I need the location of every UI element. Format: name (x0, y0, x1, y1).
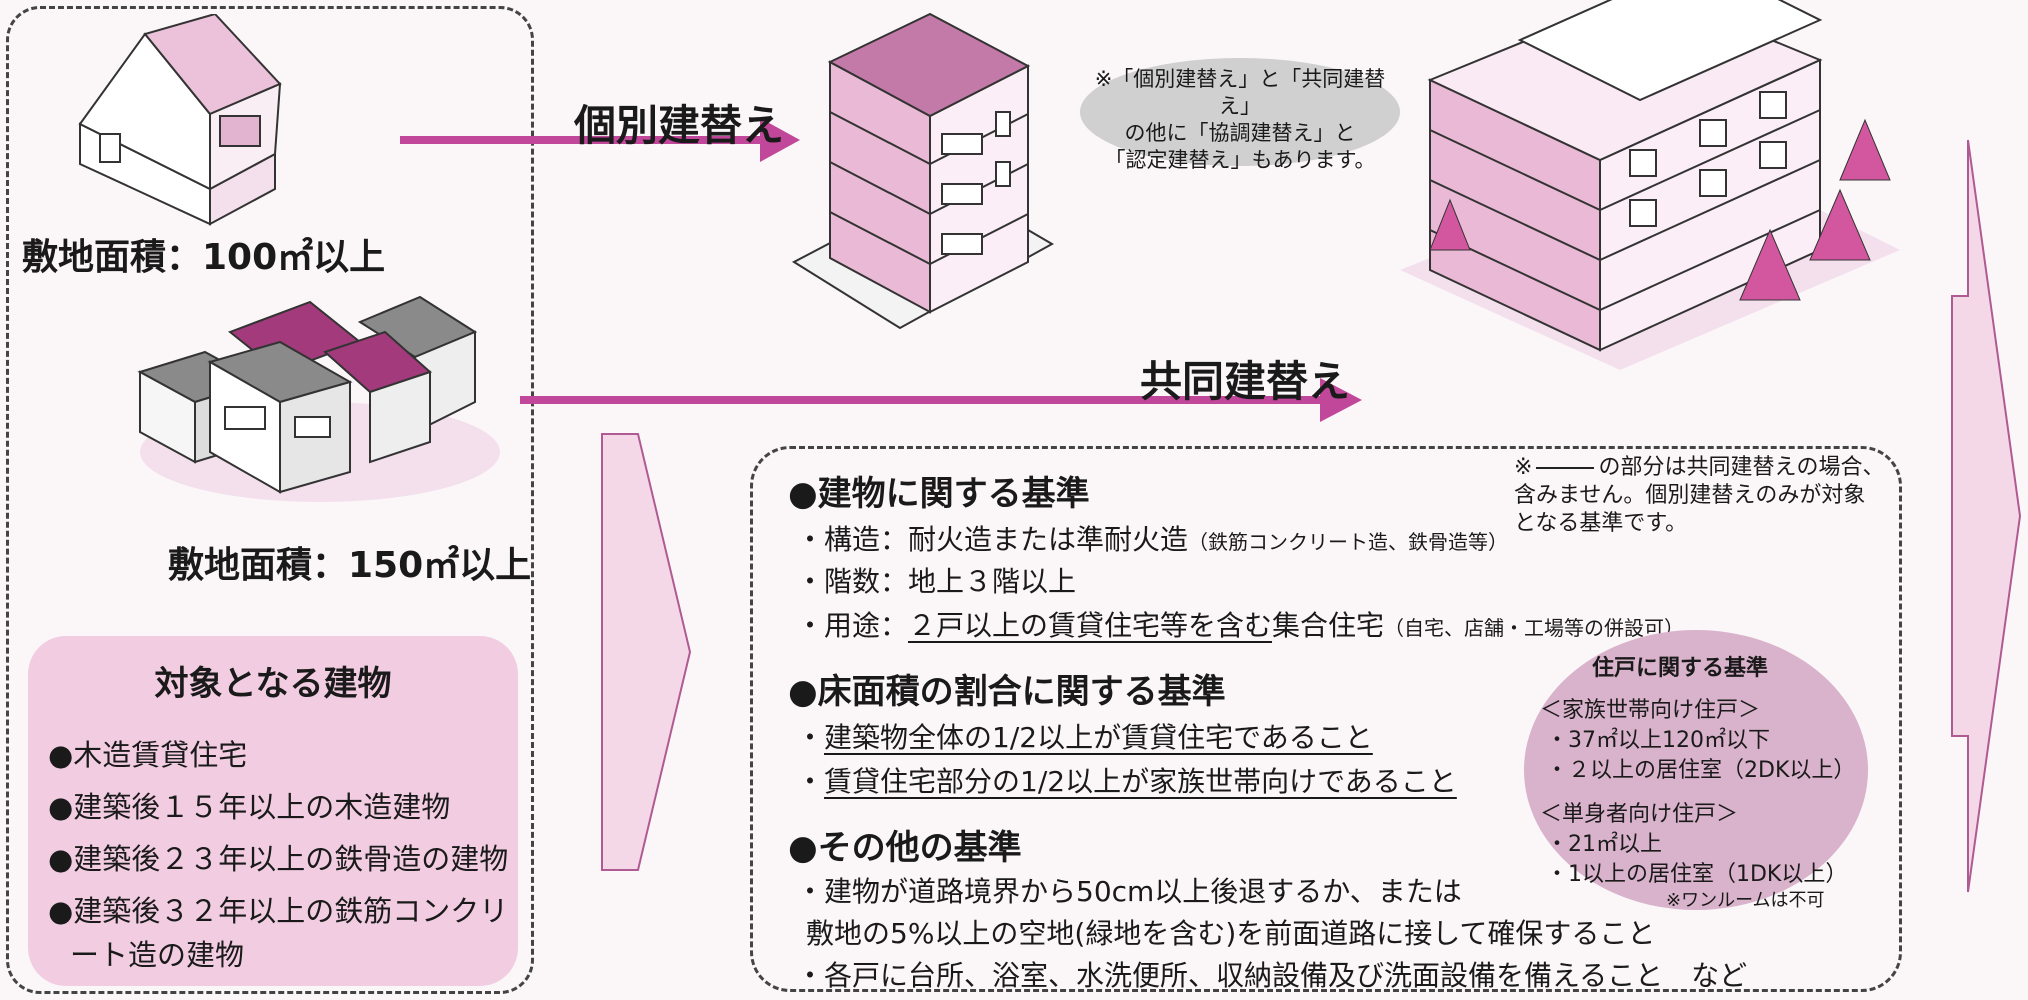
existing-buildings-panel (6, 6, 534, 994)
single-unit-area: ・21㎡以上 (1546, 832, 1662, 857)
down-outline-arrow-left (601, 433, 692, 871)
structure-note: （鉄筋コンクリート造、鉄骨造等） (1188, 530, 1509, 554)
individual-rebuild-arrow (400, 118, 800, 162)
criteria-box (750, 446, 1902, 992)
underline-note-mark: ※ (1514, 455, 1533, 480)
note-line-1: ※「個別建替え」と「共同建替え」 (1094, 67, 1386, 118)
floor-area-criteria-heading: ●床面積の割合に関する基準 (788, 672, 1226, 712)
structure-label: ・構造：耐火造または準耐火造 (796, 523, 1189, 556)
use-underlined: ２戸以上の賃貸住宅等を含む (908, 609, 1273, 642)
family-unit-area: ・37㎡以上120㎡以下 (1546, 728, 1770, 753)
target-buildings-title: 対象となる建物 (154, 664, 392, 704)
underline-sample (1536, 467, 1595, 469)
other-line-2: 敷地の5%以上の空地(緑地を含む)を前面道路に接して確保すること (806, 917, 1656, 950)
target-item-rc-32y: ●建築後３２年以上の鉄筋コンクリ (48, 894, 509, 928)
underline-note-line-1: ※ の部分は共同建替えの場合、 (1514, 454, 1898, 482)
target-item-wooden-rental: ●木造賃貸住宅 (48, 738, 248, 772)
underline-note-line-3: となる基準です。 (1514, 511, 1688, 536)
use-note: （自宅、店舗・工場等の併設可） (1384, 616, 1685, 640)
target-item-wooden-15y: ●建築後１５年以上の木造建物 (48, 790, 451, 824)
floor-area-line-2-prefix: ・ (796, 765, 825, 798)
unit-criteria-bubble (1524, 630, 1868, 910)
single-unit-rooms: ・1以上の居住室（1DK以上） (1546, 862, 1848, 887)
individual-rebuild-label: 個別建替え (574, 101, 785, 150)
underline-note-text-1: の部分は共同建替えの場合、 (1598, 455, 1885, 480)
joint-rebuild-arrow (520, 378, 1362, 422)
structure-criterion: ・構造：耐火造または準耐火造（鉄筋コンクリート造、鉄骨造等） (796, 518, 1508, 558)
floor-area-line-1-prefix: ・ (796, 721, 825, 754)
unit-criteria-title: 住戸に関する基準 (1592, 656, 1769, 681)
note-line-3: 「認定建替え」もあります。 (1104, 148, 1376, 172)
floor-area-line-1-text: 建築物全体の1/2以上が賃貸住宅であること (824, 721, 1373, 754)
floor-area-line-1: ・建築物全体の1/2以上が賃貸住宅であること (796, 716, 1373, 756)
use-prefix: ・用途： (796, 609, 909, 642)
floor-area-line-2-text: 賃貸住宅部分の1/2以上が家族世帯向けであること (824, 765, 1457, 798)
underline-note: ※ の部分は共同建替えの場合、 含みません。個別建替えのみが対象 となる基準です。 (1514, 454, 1898, 538)
single-unit-note: ※ワンルームは不可 (1666, 890, 1825, 911)
use-suffix: 集合住宅 (1272, 609, 1385, 642)
other-criteria-heading: ●その他の基準 (788, 828, 1022, 868)
single-unit-heading: ＜単身者向け住戸＞ (1540, 802, 1739, 827)
note-text: ※「個別建替え」と「共同建替え」 の他に「協調建替え」と 「認定建替え」もありま… (1080, 66, 1400, 174)
use-criterion: ・用途：２戸以上の賃貸住宅等を含む集合住宅（自宅、店舗・工場等の併設可） (796, 604, 1684, 644)
other-line-3: ・各戸に台所、浴室、水洗便所、収納設備及び洗面設備を備えること など (796, 959, 1748, 992)
target-item-steel-23y: ●建築後２３年以上の鉄骨造の建物 (48, 842, 509, 876)
individual-building-illustration (791, 12, 1055, 330)
family-unit-heading: ＜家族世帯向け住戸＞ (1540, 698, 1761, 723)
site-area-100: 敷地面積：100㎡以上 (22, 237, 386, 278)
wooden-house-illustration (78, 14, 282, 226)
joint-rebuild-label: 共同建替え (1140, 357, 1351, 406)
note-bubble (1080, 58, 1400, 166)
family-unit-rooms: ・２以上の居住室（2DK以上） (1546, 758, 1856, 783)
target-buildings-box (28, 636, 518, 986)
down-outline-arrow-right (1951, 139, 2022, 893)
building-criteria-heading: ●建物に関する基準 (788, 474, 1090, 514)
target-item-rc-32y-cont: ート造の建物 (70, 938, 245, 972)
note-line-2: の他に「協調建替え」と (1124, 121, 1356, 145)
floors-criterion: ・階数：地上３階以上 (796, 565, 1077, 598)
underline-note-line-2: 含みません。個別建替えのみが対象 (1514, 483, 1866, 508)
floor-area-line-2: ・賃貸住宅部分の1/2以上が家族世帯向けであること (796, 760, 1457, 800)
site-area-150: 敷地面積：150㎡以上 (168, 545, 532, 586)
other-line-1: ・建物が道路境界から50cm以上後退するか、または (796, 875, 1462, 908)
house-group-illustration (137, 295, 500, 502)
apartment-building-illustration (1400, 0, 1900, 370)
